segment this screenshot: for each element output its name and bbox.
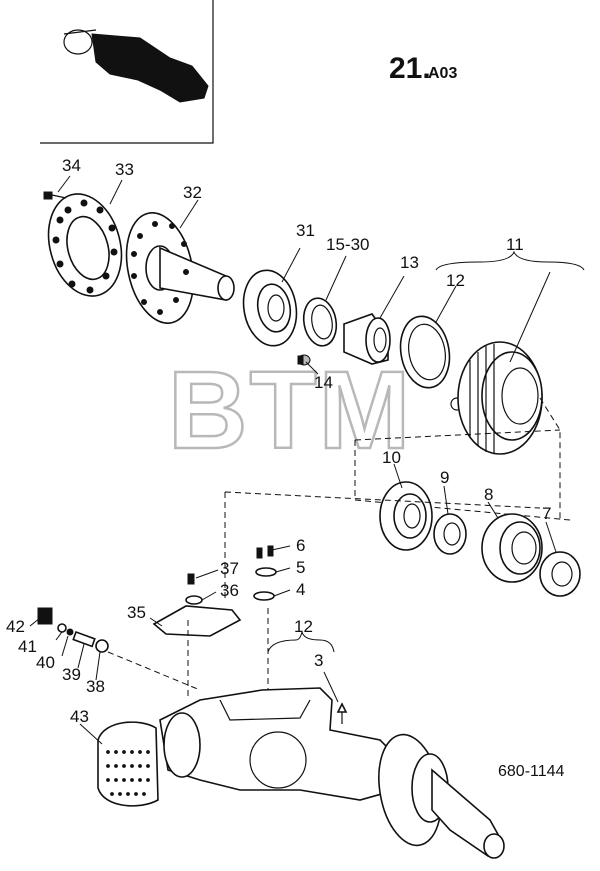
assembly-lines [107, 491, 541, 700]
leader-lines [29, 175, 557, 745]
callout-41: 41 [18, 637, 37, 656]
bearing-cone-part [343, 313, 391, 365]
seal-part [539, 551, 581, 597]
callout-bracket-11 [435, 250, 585, 271]
callout-40: 40 [36, 653, 55, 672]
seal-ring-part [399, 315, 451, 389]
callout-42: 42 [6, 617, 25, 636]
callout-32: 32 [183, 183, 202, 202]
callout-36: 36 [220, 581, 239, 600]
bearing-part [242, 269, 298, 347]
shim-ring-part [302, 297, 338, 347]
callout-10: 10 [382, 448, 401, 467]
flange-ring-part [47, 193, 123, 297]
callout-4: 4 [296, 580, 305, 599]
callout-37: 37 [220, 559, 239, 578]
group-outline [354, 397, 571, 521]
perforated-band-part [97, 721, 159, 807]
callout-34: 34 [62, 156, 81, 175]
small-bolt-part [297, 354, 311, 366]
axle-housing-part [159, 687, 505, 859]
callout-35: 35 [127, 603, 146, 622]
callout-bracket-12 [267, 631, 335, 653]
pointer-arrow-part [336, 702, 348, 724]
callout-7: 7 [542, 504, 551, 523]
callout-9: 9 [440, 468, 449, 487]
callout-15-30: 15-30 [326, 235, 369, 254]
callout-11: 11 [506, 235, 524, 254]
small-parts-group [37, 607, 109, 653]
lock-nut-part [433, 513, 467, 555]
bolt-set-part [253, 545, 277, 601]
bearing-part-2 [379, 481, 433, 551]
diagram-suffix: A03 [428, 65, 457, 82]
callout-14: 14 [314, 373, 333, 392]
watermark: BTM [168, 349, 412, 472]
callout-13: 13 [400, 253, 419, 272]
callout-12-lower: 12 [294, 617, 313, 636]
callout-3: 3 [314, 651, 323, 670]
callout-31: 31 [296, 221, 315, 240]
reference-code: 680-1144 [498, 763, 565, 780]
callout-43: 43 [70, 707, 89, 726]
hub-gear-part [457, 341, 543, 455]
callout-33: 33 [115, 160, 134, 179]
thumbnail-axle-silhouette [63, 29, 209, 103]
thumbnail-inset [40, 0, 214, 144]
bolt-part [43, 191, 67, 200]
bracket-part [152, 573, 242, 637]
gear-ring-part [481, 513, 543, 583]
callout-39: 39 [62, 665, 81, 684]
axle-shaft-part [125, 212, 235, 324]
callout-8: 8 [484, 485, 493, 504]
callout-6: 6 [296, 536, 305, 555]
callout-38: 38 [86, 677, 105, 696]
callout-5: 5 [296, 558, 305, 577]
callout-12-upper: 12 [446, 271, 465, 290]
diagram-number: 21. [389, 52, 431, 85]
